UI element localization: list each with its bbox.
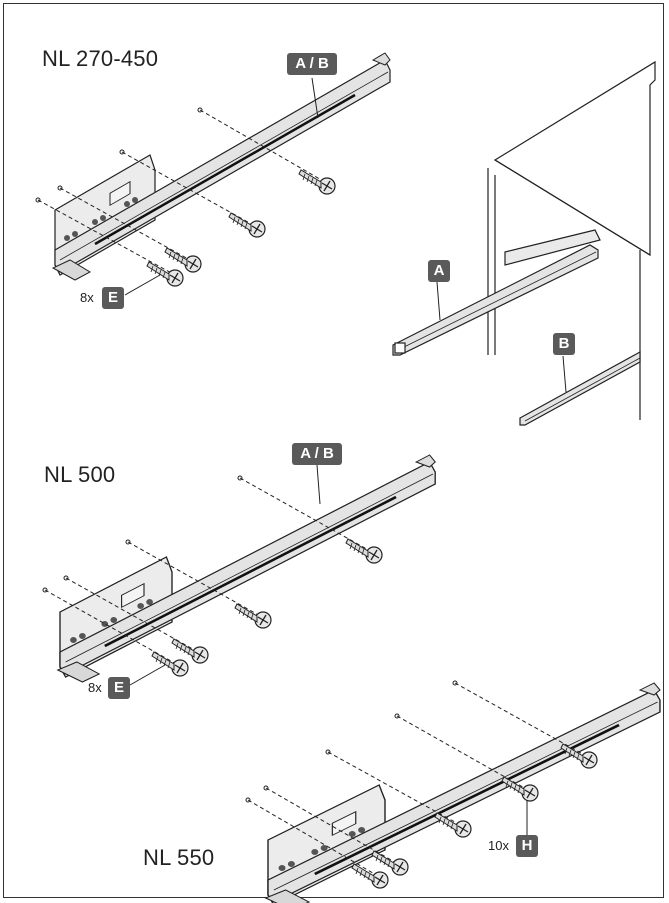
runner-nl500: [56, 453, 437, 684]
leader-b: [562, 355, 567, 393]
leader-e-nl500: [129, 664, 166, 686]
part-badge-a: A: [428, 260, 450, 282]
section-title-nl270: NL 270-450: [42, 46, 159, 71]
diagram-frame: [3, 3, 664, 898]
qty-label-nl270: 8x: [80, 290, 94, 305]
part-badge-h-nl550: H: [516, 835, 538, 857]
part-badge-e-nl270: E: [102, 287, 124, 309]
leader-ab-nl500: [316, 464, 321, 505]
leader-a: [436, 281, 441, 321]
part-badge-ab-nl500: A / B: [292, 443, 342, 465]
part-badge-b: B: [553, 333, 575, 355]
cabinet: [487, 60, 656, 420]
section-title-nl550: NL 550: [143, 845, 215, 870]
section-title-nl500: NL 500: [44, 462, 116, 487]
runner-b: [519, 350, 641, 426]
qty-label-nl500: 8x: [88, 680, 102, 695]
leader-e-nl270: [124, 274, 161, 296]
qty-label-nl550: 10x: [488, 838, 509, 853]
runner-a: [392, 244, 599, 356]
runner-nl550: [264, 681, 662, 903]
part-badge-e-nl500: E: [108, 677, 130, 699]
part-badge-ab-nl270: A / B: [287, 53, 337, 75]
leader-ab-nl270: [311, 77, 319, 119]
runner-nl270: [51, 51, 392, 282]
screw-set-nl550: [351, 743, 598, 889]
